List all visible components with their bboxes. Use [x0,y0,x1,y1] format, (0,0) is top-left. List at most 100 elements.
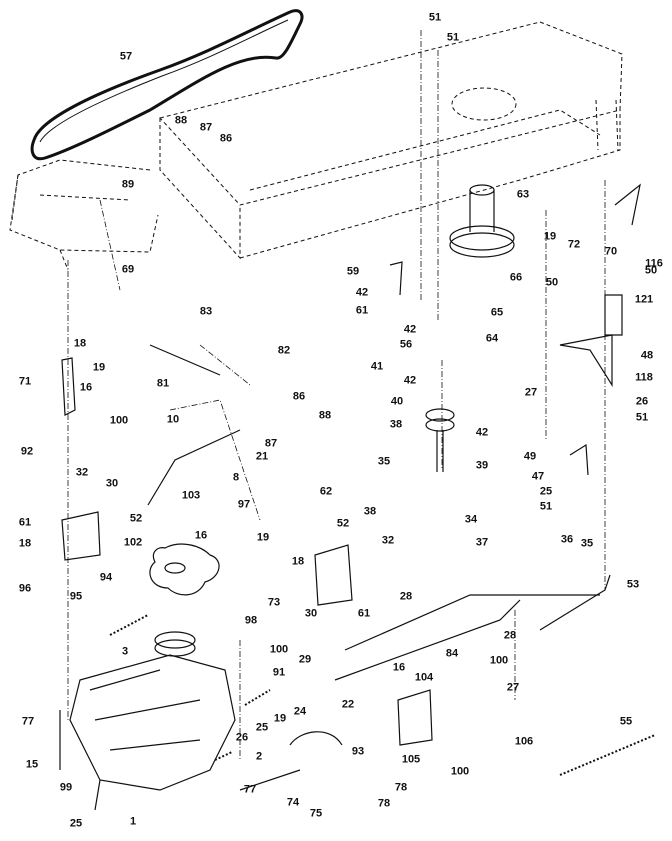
part-label-87: 87 [264,437,278,450]
part-label-61: 61 [355,304,369,317]
part-label-2: 2 [255,750,263,763]
part-label-62: 62 [319,485,333,498]
part-label-27: 27 [506,681,520,694]
part-label-34: 34 [464,513,478,526]
drive-belt [30,9,304,161]
part-label-26: 26 [235,731,249,744]
part-label-25: 25 [539,485,553,498]
part-label-73: 73 [267,596,281,609]
brackets [61,183,641,746]
part-label-99: 99 [59,781,73,794]
part-label-51: 51 [446,31,460,44]
part-label-28: 28 [399,590,413,603]
part-label-35: 35 [377,455,391,468]
part-label-18: 18 [73,337,87,350]
part-label-25: 25 [69,817,83,830]
part-label-72: 72 [567,238,581,251]
part-label-116: 116 [645,257,663,270]
part-label-41: 41 [370,360,384,373]
part-label-84: 84 [445,647,459,660]
part-label-51: 51 [428,11,442,24]
part-label-19: 19 [273,712,287,725]
part-label-19: 19 [543,230,557,243]
part-label-42: 42 [355,286,369,299]
transmission [59,631,236,811]
part-label-30: 30 [304,607,318,620]
part-label-77: 77 [243,783,257,796]
part-label-93: 93 [351,745,365,758]
part-label-86: 86 [219,132,233,145]
part-label-48: 48 [640,349,654,362]
part-label-87: 87 [199,121,213,134]
part-label-50: 50 [644,264,658,277]
part-label-32: 32 [381,534,395,547]
leader-lines [67,30,606,760]
part-label-100: 100 [450,765,470,778]
part-label-49: 49 [523,450,537,463]
part-label-10: 10 [166,413,180,426]
part-label-82: 82 [277,344,291,357]
part-label-52: 52 [129,512,143,525]
part-label-83: 83 [199,305,213,318]
part-label-63: 63 [516,188,530,201]
part-label-38: 38 [389,418,403,431]
part-label-103: 103 [181,489,201,502]
part-label-88: 88 [318,409,332,422]
part-label-121: 121 [634,293,654,306]
part-label-71: 71 [18,375,32,388]
part-label-32: 32 [75,466,89,479]
part-label-88: 88 [174,114,188,127]
part-label-18: 18 [291,555,305,568]
part-label-40: 40 [390,395,404,408]
part-label-8: 8 [232,471,240,484]
part-label-98: 98 [244,614,258,627]
part-label-52: 52 [336,517,350,530]
part-label-91: 91 [272,666,286,679]
part-label-61: 61 [357,607,371,620]
part-label-16: 16 [194,529,208,542]
part-label-118: 118 [635,371,653,384]
part-label-15: 15 [25,758,39,771]
part-label-3: 3 [121,645,129,658]
part-label-19: 19 [256,531,270,544]
part-label-97: 97 [237,498,251,511]
part-label-21: 21 [255,450,269,463]
part-label-16: 16 [392,661,406,674]
part-label-47: 47 [531,470,545,483]
part-label-61: 61 [18,516,32,529]
part-label-30: 30 [105,477,119,490]
part-label-35: 35 [580,537,594,550]
part-label-37: 37 [475,536,489,549]
part-label-94: 94 [99,571,113,584]
part-label-19: 19 [92,361,106,374]
part-label-105: 105 [401,753,421,766]
part-label-57: 57 [119,50,133,63]
part-label-18: 18 [18,537,32,550]
part-label-42: 42 [475,426,489,439]
part-label-92: 92 [20,445,34,458]
part-label-59: 59 [346,265,360,278]
pulley-assembly [425,184,515,472]
part-label-39: 39 [475,459,489,472]
part-label-53: 53 [626,578,640,591]
part-label-81: 81 [156,377,170,390]
part-label-51: 51 [539,500,553,513]
part-label-100: 100 [489,654,509,667]
part-label-77: 77 [21,715,35,728]
rods [147,344,611,791]
part-label-89: 89 [121,178,135,191]
part-label-56: 56 [399,338,413,351]
part-label-42: 42 [403,323,417,336]
part-label-28: 28 [503,629,517,642]
part-label-26: 26 [635,395,649,408]
part-label-64: 64 [485,332,499,345]
part-label-104: 104 [414,671,434,684]
part-label-78: 78 [377,797,391,810]
part-label-102: 102 [123,536,143,549]
part-label-100: 100 [269,643,289,656]
part-label-69: 69 [121,263,135,276]
part-label-74: 74 [286,796,300,809]
part-label-25: 25 [255,721,269,734]
part-label-51: 51 [635,411,649,424]
